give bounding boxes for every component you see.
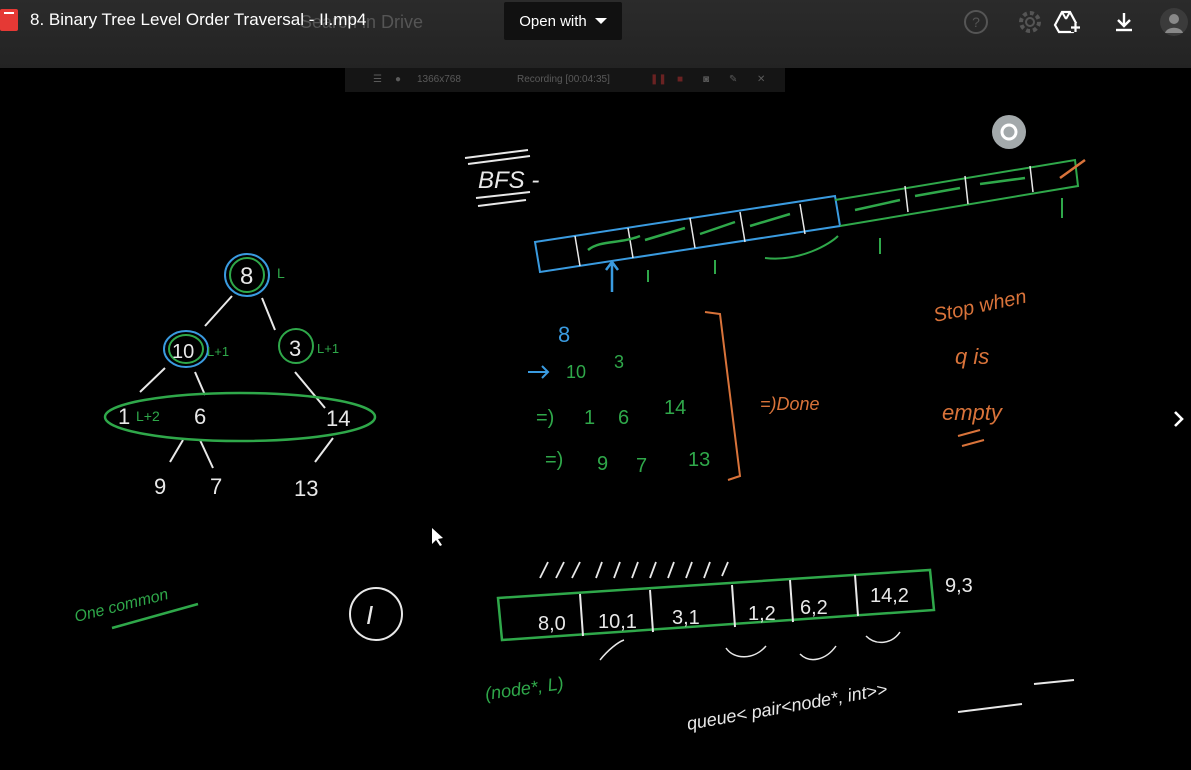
- video-file-icon: [0, 9, 18, 31]
- pair-label: (node*, L): [484, 673, 565, 704]
- stop-icon: ■: [677, 74, 684, 85]
- queue-declaration: queue< pair<node*, int>>: [685, 679, 889, 734]
- background-search-text: Search in Drive: [300, 12, 424, 32]
- next-file-button[interactable]: [1168, 402, 1190, 436]
- svg-text:?: ?: [972, 14, 980, 30]
- roman-numeral-group: I: [349, 587, 403, 641]
- done-label: =)Done: [760, 394, 820, 414]
- queue-cell-2: 10,1: [598, 611, 637, 633]
- tree-root: 8: [240, 263, 253, 290]
- download-icon[interactable]: [1108, 6, 1140, 38]
- tree-root-level: L: [277, 265, 285, 281]
- stop-note-line3: empty: [942, 400, 1004, 425]
- queue-cell-4: 1,2: [748, 603, 776, 625]
- recording-status: Recording [00:04:35]: [517, 74, 610, 85]
- mouse-cursor: [432, 528, 443, 546]
- stop-note: Stop when q is empty: [931, 286, 1028, 447]
- tree-level3-a: 9: [154, 474, 166, 499]
- bfs-heading: BFS -: [478, 167, 539, 194]
- queue-sketch-top: [533, 158, 1086, 292]
- chevron-down-icon: [594, 18, 607, 24]
- queue-cell-6: 14,2: [870, 585, 909, 607]
- video-settings-icon: [992, 115, 1026, 149]
- level-2-a: 1: [584, 407, 595, 429]
- tree-right-level: L+1: [317, 341, 339, 356]
- video-frame: BFS - 8 L 10 L+1 3 L+1 1 L+2 6 14 9: [73, 115, 1086, 734]
- close-icon: ✕: [757, 74, 766, 85]
- recording-toolbar: ☰ ● 1366x768 Recording [00:04:35] ❚❚ ■ ◙…: [345, 68, 785, 92]
- level-3-a: 9: [597, 453, 608, 475]
- queue-cell-3: 3,1: [672, 607, 700, 629]
- stop-note-line2: q is: [955, 344, 989, 369]
- queue-extra: 9,3: [945, 575, 973, 597]
- level-1-a: 10: [566, 362, 586, 382]
- tree-left-level: L+1: [207, 344, 229, 359]
- queue-sketch-bottom: 8,0 10,1 3,1 1,2 6,2 14,2 9,3 (node*, L)…: [484, 561, 1075, 734]
- queue-cell-1: 8,0: [538, 613, 566, 635]
- bfs-heading-group: BFS -: [464, 149, 539, 207]
- level-0: 8: [558, 322, 570, 347]
- pen-icon: ✎: [729, 74, 738, 85]
- settings-icon[interactable]: [1014, 6, 1046, 38]
- level-2-b: 6: [618, 407, 629, 429]
- arrow-3: =): [545, 449, 563, 471]
- menu-icon: ☰: [373, 74, 382, 85]
- resolution-text: 1366x768: [417, 74, 461, 85]
- add-to-drive-icon[interactable]: [1050, 6, 1082, 38]
- tree-level3-b: 7: [210, 474, 222, 499]
- one-common-text: One common: [73, 586, 170, 626]
- tree-level2-level: L+2: [136, 408, 160, 424]
- open-with-label: Open with: [519, 12, 587, 30]
- file-title: 8. Binary Tree Level Order Traversal - I…: [30, 10, 367, 29]
- level-3-c: 13: [688, 449, 710, 471]
- open-with-button[interactable]: Open with: [504, 2, 622, 40]
- viewer-top-bar: Search in Drive 8. Binary Tree Level Ord…: [0, 0, 1191, 68]
- pause-icon: ❚❚: [650, 74, 667, 85]
- tree-level3-c: 13: [294, 476, 318, 501]
- tree-level2-b: 6: [194, 404, 206, 429]
- tree-level2-a: 1: [118, 404, 130, 429]
- levels-list: 8 10 3 =) 1 6 14 =) 9 7 13 =)Done: [528, 311, 820, 481]
- tree-right: 3: [289, 336, 301, 361]
- mic-icon: ●: [395, 74, 402, 85]
- queue-cell-5: 6,2: [800, 597, 828, 619]
- camera-icon: ◙: [703, 74, 710, 85]
- roman-numeral: I: [366, 600, 373, 630]
- level-1-b: 3: [614, 352, 624, 372]
- level-3-b: 7: [636, 455, 647, 477]
- one-common-note: One common: [73, 586, 199, 630]
- stop-note-line1: Stop when: [931, 286, 1028, 327]
- binary-tree: 8 L 10 L+1 3 L+1 1 L+2 6 14 9 7 13: [103, 253, 377, 501]
- help-icon[interactable]: ?: [960, 6, 992, 38]
- level-2-c: 14: [664, 397, 686, 419]
- avatar[interactable]: [1158, 6, 1190, 38]
- arrow-2: =): [536, 407, 554, 429]
- tree-left: 10: [172, 341, 194, 363]
- tree-level2-c: 14: [326, 406, 350, 431]
- chevron-right-icon: [1174, 411, 1184, 427]
